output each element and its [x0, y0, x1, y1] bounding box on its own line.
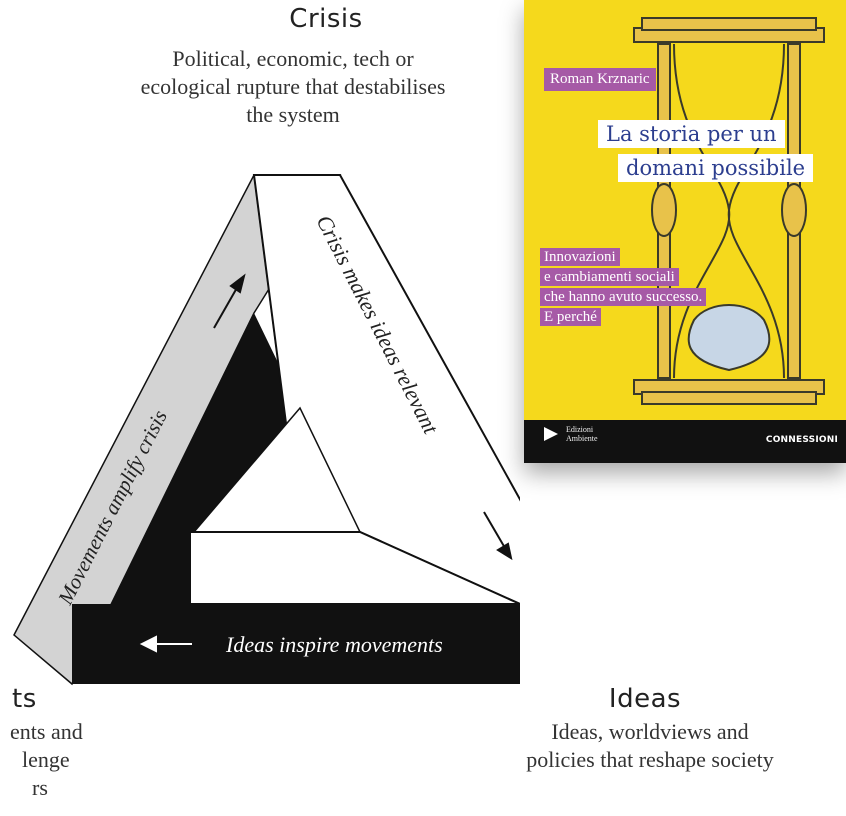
- book-author: Roman Krznaric: [544, 68, 656, 91]
- triangle-face-black-band: [72, 604, 520, 684]
- book-footer-bar: [524, 420, 846, 463]
- edge-label-bottom: Ideas inspire movements: [225, 632, 443, 657]
- movements-desc-line: lenge: [22, 747, 70, 772]
- movements-node-cropped: ts ents and lenge rs: [0, 680, 120, 816]
- book-publisher: Edizioni Ambiente: [566, 425, 598, 443]
- ideas-node-title: Ideas: [608, 684, 682, 714]
- book-subtitle-line: E perché: [540, 308, 601, 326]
- penrose-triangle-diagram: Movements amplify crisis Crisis makes id…: [13, 174, 520, 686]
- crisis-node-title: Crisis: [289, 4, 363, 34]
- book-subtitle-line: Innovazioni: [540, 248, 620, 266]
- book-subtitle: Innovazioni e cambiamenti sociali che ha…: [540, 246, 780, 326]
- book-title-line-1: La storia per un: [598, 120, 785, 148]
- hourglass-illustration: [633, 17, 825, 405]
- movements-desc-line: rs: [32, 775, 48, 800]
- movements-node-description: ents and lenge rs: [10, 718, 83, 802]
- book-subtitle-line: che hanno avuto successo.: [540, 288, 707, 306]
- book-subtitle-line: e cambiamenti sociali: [540, 268, 679, 286]
- publisher-logo-icon: [544, 427, 558, 441]
- movements-node-title: ts: [12, 684, 37, 714]
- arrow-up-right-icon: [213, 273, 246, 329]
- crisis-node-description: Political, economic, tech or ecological …: [140, 46, 446, 127]
- triangle-face-white-bottom: [189, 531, 520, 605]
- book-series: CONNESSIONI: [765, 435, 838, 445]
- book-title-line-2: domani possibile: [618, 154, 814, 182]
- book-cover: Roman Krznaric La storia per un domani p…: [524, 0, 846, 463]
- arrow-left-icon: [139, 635, 192, 653]
- ideas-node-description: Ideas, worldviews and policies that resh…: [526, 719, 774, 772]
- movements-desc-line: ents and: [10, 719, 83, 744]
- arrow-down-right-icon: [483, 511, 513, 561]
